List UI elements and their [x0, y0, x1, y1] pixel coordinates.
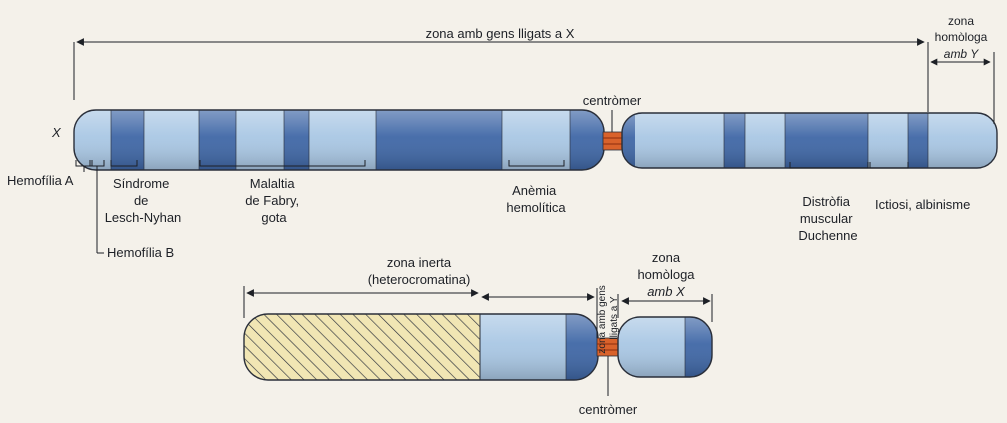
duchenne-label: Distròfia muscular Duchenne — [798, 194, 857, 243]
y-right-arm — [618, 317, 712, 377]
y-inert-zone-line1: zona inerta — [387, 255, 452, 270]
y-left-arm — [244, 314, 598, 380]
y-inert-zone-line2: (heterocromatina) — [368, 272, 471, 287]
x-left-arm — [74, 110, 604, 170]
lesch-nyhan-label: Síndrome de Lesch-Nyhan — [105, 176, 182, 225]
fabry-label: Malaltia de Fabry, gota — [245, 176, 303, 225]
x-centromere-label: centròmer — [583, 93, 642, 108]
ictiosi-label: Ictiosi, albinisme — [875, 197, 970, 212]
x-homologous-zone-line3: amb Y — [944, 47, 979, 61]
x-right-arm — [622, 113, 997, 168]
x-linked-zone-label: zona amb gens lligats a X — [426, 26, 575, 41]
y-homologous-zone-line2: homòloga — [637, 267, 695, 282]
chromosome-x-label: X — [51, 125, 62, 140]
y-homologous-zone-line3: amb X — [647, 284, 686, 299]
hemofilia-b-label: Hemofília B — [107, 245, 174, 260]
x-homologous-zone-line2: homòloga — [935, 30, 988, 44]
chromosome-y: zona inerta (heterocromatina) zona amb g… — [244, 250, 712, 417]
heterochromatin-region — [244, 314, 480, 380]
anemia-label: Anèmia hemolítica — [506, 183, 566, 215]
hemofilia-a-label: Hemofília A — [7, 173, 74, 188]
y-homologous-zone-line1: zona — [652, 250, 681, 265]
y-centromere-label: centròmer — [579, 402, 638, 417]
x-homologous-zone-line1: zona — [948, 14, 974, 28]
chromosome-x: X zona amb gens lligats a X zona homòlog… — [7, 14, 997, 260]
x-centromere — [603, 132, 623, 150]
